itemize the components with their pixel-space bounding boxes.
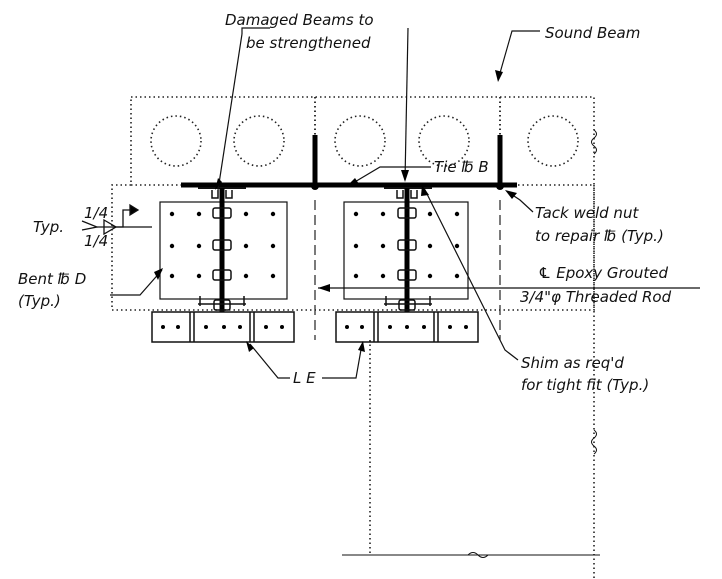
label-weld-size-top: 1/4 [84, 204, 108, 222]
label-bent-plate-l2: (Typ.) [18, 292, 61, 310]
label-tack-weld-l1: Tack weld nut [535, 204, 639, 222]
void-circle [233, 115, 285, 167]
tack-weld-nut [311, 182, 319, 190]
break-mark [591, 429, 597, 455]
label-typ: Typ. [33, 218, 64, 236]
break-mark [591, 129, 597, 155]
tack-weld-nut [496, 182, 504, 190]
label-damaged-beams-l2: be strengthened [246, 34, 371, 52]
label-shim-l1: Shim as req'd [521, 354, 624, 372]
label-weld-size-bottom: 1/4 [84, 232, 108, 250]
void-circle [527, 115, 579, 167]
void-circle [334, 115, 386, 167]
label-damaged-beams-l1: Damaged Beams to [225, 11, 374, 29]
label-epoxy-l1: ℄ Epoxy Grouted [538, 264, 668, 282]
weld-symbol [81, 203, 152, 236]
lower-outline [111, 184, 595, 311]
label-bent-plate-l1: Bent ℔ D [18, 270, 86, 288]
label-angle-e: L E [293, 369, 316, 387]
label-sound-beam: Sound Beam [545, 24, 640, 42]
void-circle [150, 115, 202, 167]
leader-lines [110, 27, 700, 379]
beam-band-outline [130, 96, 595, 186]
steel-beam-left [198, 187, 246, 312]
label-tack-weld-l2: to repair ℔ (Typ.) [535, 227, 664, 245]
break-mark [467, 552, 489, 558]
angle-e-left [151, 311, 295, 343]
void-circle [418, 115, 470, 167]
arrowheads [154, 70, 517, 352]
label-shim-l2: for tight fit (Typ.) [521, 376, 649, 394]
label-epoxy-l2: 3/4"φ Threaded Rod [520, 288, 672, 306]
label-tie-plate: Tie ℔ B [434, 158, 489, 176]
steel-beam-right [384, 187, 432, 312]
angle-e-right [335, 311, 479, 343]
